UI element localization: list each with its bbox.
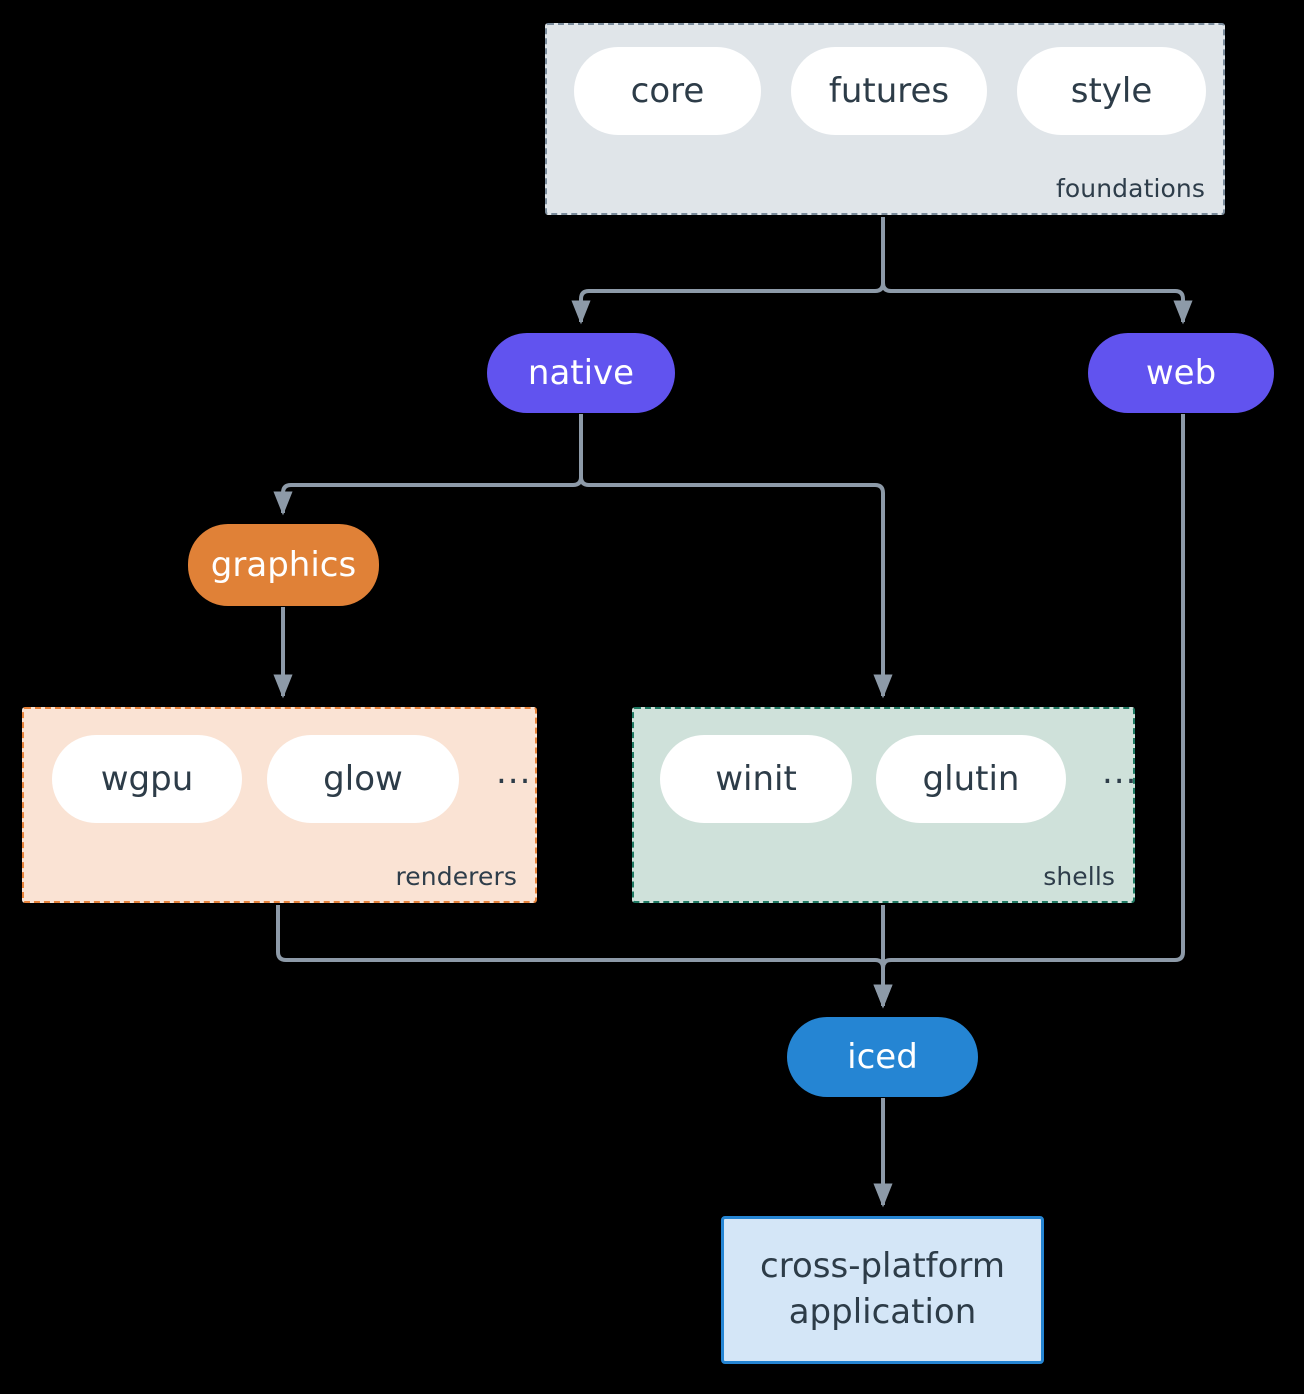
- node-cross-platform-application[interactable]: cross-platform application: [721, 1216, 1044, 1364]
- group-label-foundations: foundations: [1056, 174, 1205, 203]
- group-foundations[interactable]: core futures style foundations: [545, 23, 1225, 215]
- node-iced[interactable]: iced: [787, 1017, 978, 1097]
- pill-futures[interactable]: futures: [791, 47, 987, 135]
- group-label-renderers: renderers: [395, 862, 517, 891]
- group-renderers[interactable]: wgpu glow ... renderers: [22, 707, 537, 903]
- pill-wgpu[interactable]: wgpu: [52, 735, 242, 823]
- foundations-pill-row: core futures style: [574, 47, 1206, 135]
- pill-style[interactable]: style: [1017, 47, 1206, 135]
- pill-glutin[interactable]: glutin: [876, 735, 1066, 823]
- edge-renderers-to-iced: [276, 905, 893, 1009]
- pill-core[interactable]: core: [574, 47, 761, 135]
- node-native[interactable]: native: [487, 333, 675, 413]
- renderers-pill-row: wgpu glow ...: [52, 735, 531, 823]
- renderers-ellipsis: ...: [496, 752, 532, 792]
- edge-foundations-to-native: [571, 217, 885, 325]
- group-shells[interactable]: winit glutin ... shells: [632, 707, 1137, 903]
- edge-foundations-to-web: [881, 217, 1193, 325]
- application-line-1: cross-platform: [760, 1246, 1005, 1287]
- pill-glow[interactable]: glow: [267, 735, 459, 823]
- pill-winit[interactable]: winit: [660, 735, 852, 823]
- node-graphics[interactable]: graphics: [188, 524, 379, 606]
- edge-native-to-graphics: [273, 414, 583, 516]
- node-web[interactable]: web: [1088, 333, 1274, 413]
- edge-native-to-shells: [579, 414, 893, 699]
- group-label-shells: shells: [1043, 862, 1115, 891]
- shells-ellipsis: ...: [1102, 752, 1138, 792]
- application-line-2: application: [788, 1292, 977, 1332]
- shells-pill-row: winit glutin ...: [660, 735, 1137, 823]
